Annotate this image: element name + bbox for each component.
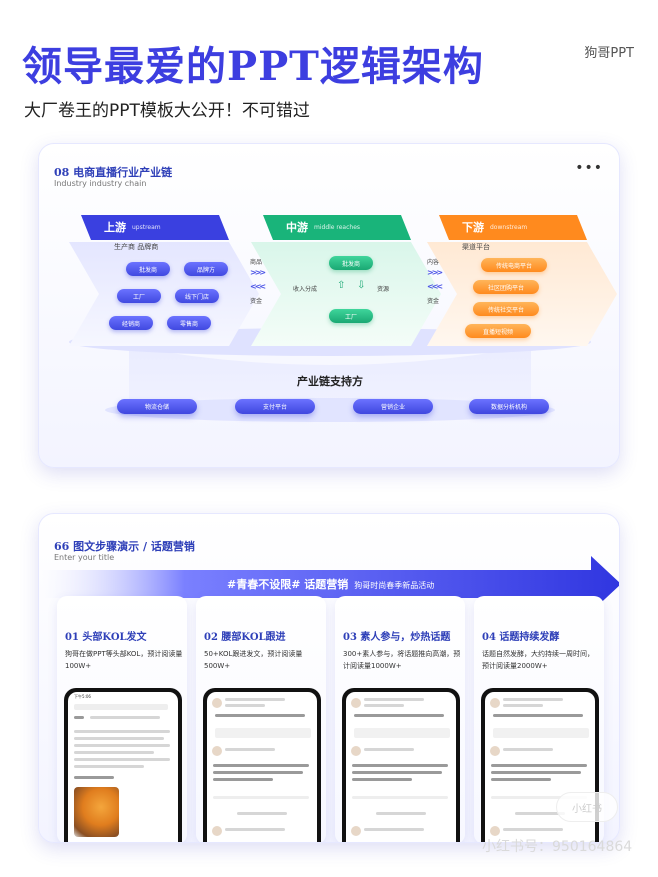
- middle-item: 批发商: [329, 256, 373, 270]
- middle-label: 资源: [377, 286, 390, 293]
- connector-label: 资金: [427, 298, 440, 305]
- middle-chevron: [251, 215, 441, 346]
- support-item: 数据分析机构: [469, 399, 549, 414]
- support-title: 产业链支持方: [297, 375, 363, 388]
- phone-mockup: 下午5:06: [64, 688, 182, 842]
- upstream-item: 工厂: [117, 289, 161, 303]
- downstream-header: 下游 downstream: [462, 221, 528, 234]
- more-options-icon[interactable]: •••: [575, 160, 603, 176]
- brand-label: 狗哥PPT: [584, 46, 634, 61]
- downstream-item: 传统社交平台: [473, 302, 539, 316]
- step-title: 01 头部KOL发文: [65, 632, 147, 643]
- connector-label: 内容: [427, 259, 440, 266]
- slide-subtitle: Industry industry chain: [54, 179, 147, 188]
- support-item: 物流仓储: [117, 399, 197, 414]
- upstream-item: 批发商: [126, 262, 170, 276]
- phone-status-bar: 下午5:06: [74, 694, 91, 699]
- downstream-chevron: [427, 215, 617, 346]
- stage-downstream: 下游 downstream 渠道平台 传统电商平台 社区团购平台 传统社交平台 …: [427, 212, 617, 347]
- step-title: 02 腰部KOL跟进: [204, 632, 286, 643]
- post-image: [74, 787, 119, 837]
- upstream-item: 零售商: [167, 316, 211, 330]
- slide-title: 08 电商直播行业产业链: [54, 166, 173, 179]
- step-card: 02 腰部KOL跟进 50+KOL跟进发文，预计阅读量500W+: [196, 596, 326, 842]
- arrow-right-icon: >>>: [427, 268, 443, 277]
- arrow-right-icon: >>>: [250, 268, 266, 277]
- slide-title: 66 图文步骤演示 / 话题营销: [54, 540, 195, 553]
- step-desc: 狗哥在做PPT等头部KOL，预计阅读量100W+: [65, 650, 183, 670]
- step-title: 03 素人参与，炒热话题: [343, 632, 451, 643]
- phone-mockup: [203, 688, 321, 842]
- phone-mockup: [342, 688, 460, 842]
- stage-middle: 中游 middle reaches 批发商 收入分成 ⇧ ⇩ 资源 工厂: [251, 212, 441, 347]
- downstream-line: 渠道平台: [462, 243, 490, 251]
- middle-header: 中游 middle reaches: [286, 221, 361, 234]
- support-item: 支付平台: [235, 399, 315, 414]
- slide-subtitle: Enter your title: [54, 553, 115, 562]
- upstream-chevron: [69, 215, 259, 346]
- step-card: 01 头部KOL发文 狗哥在做PPT等头部KOL，预计阅读量100W+ 下午5:…: [57, 596, 187, 842]
- slide-card-industry-chain[interactable]: 08 电商直播行业产业链 Industry industry chain •••…: [38, 143, 620, 468]
- step-desc: 话题自然发酵，大约持续一周时间，预计阅读量2000W+: [482, 650, 594, 670]
- step-card: 03 素人参与，炒热话题 300+素人参与，将话题推向高潮，预计阅读量1000W…: [335, 596, 465, 842]
- step-desc: 300+素人参与，将话题推向高潮，预计阅读量1000W+: [343, 650, 461, 670]
- arrow-down-icon: ⇩: [357, 280, 366, 291]
- downstream-item: 直播短视频: [465, 324, 531, 338]
- upstream-item: 品牌方: [184, 262, 228, 276]
- upstream-item: 经销商: [109, 316, 153, 330]
- upstream-item: 线下门店: [175, 289, 219, 303]
- subtitle: 大厂卷王的PPT模板大公开！不可错过: [24, 101, 310, 121]
- stage-upstream: 上游 upstream 生产商 品牌商 批发商 品牌方 工厂 线下门店 经销商 …: [69, 212, 259, 347]
- watermark-text: 小红书号：950164864: [482, 839, 633, 855]
- step-desc: 50+KOL跟进发文，预计阅读量500W+: [204, 650, 303, 670]
- middle-item: 工厂: [329, 309, 373, 323]
- arrow-left-icon: <<<: [427, 282, 443, 291]
- banner-text: #青春不设限# 话题营销狗哥时尚春季新品活动: [227, 578, 435, 591]
- downstream-item: 传统电商平台: [481, 258, 547, 272]
- support-item: 营销企业: [353, 399, 433, 414]
- middle-label: 收入分成: [293, 286, 318, 293]
- main-title: 领导最爱的PPT逻辑架构: [22, 43, 484, 90]
- connector-label: 资金: [250, 298, 263, 305]
- step-title: 04 话题持续发酵: [482, 632, 560, 643]
- slide-card-topic-marketing[interactable]: 66 图文步骤演示 / 话题营销 Enter your title #青春不设限…: [38, 513, 620, 843]
- downstream-item: 社区团购平台: [473, 280, 539, 294]
- arrow-left-icon: <<<: [250, 282, 266, 291]
- connector-label: 商品: [250, 259, 263, 266]
- upstream-line: 生产商 品牌商: [114, 243, 159, 251]
- watermark-logo: 小红书: [556, 792, 618, 822]
- arrow-up-icon: ⇧: [337, 280, 346, 291]
- upstream-header: 上游 upstream: [104, 221, 161, 234]
